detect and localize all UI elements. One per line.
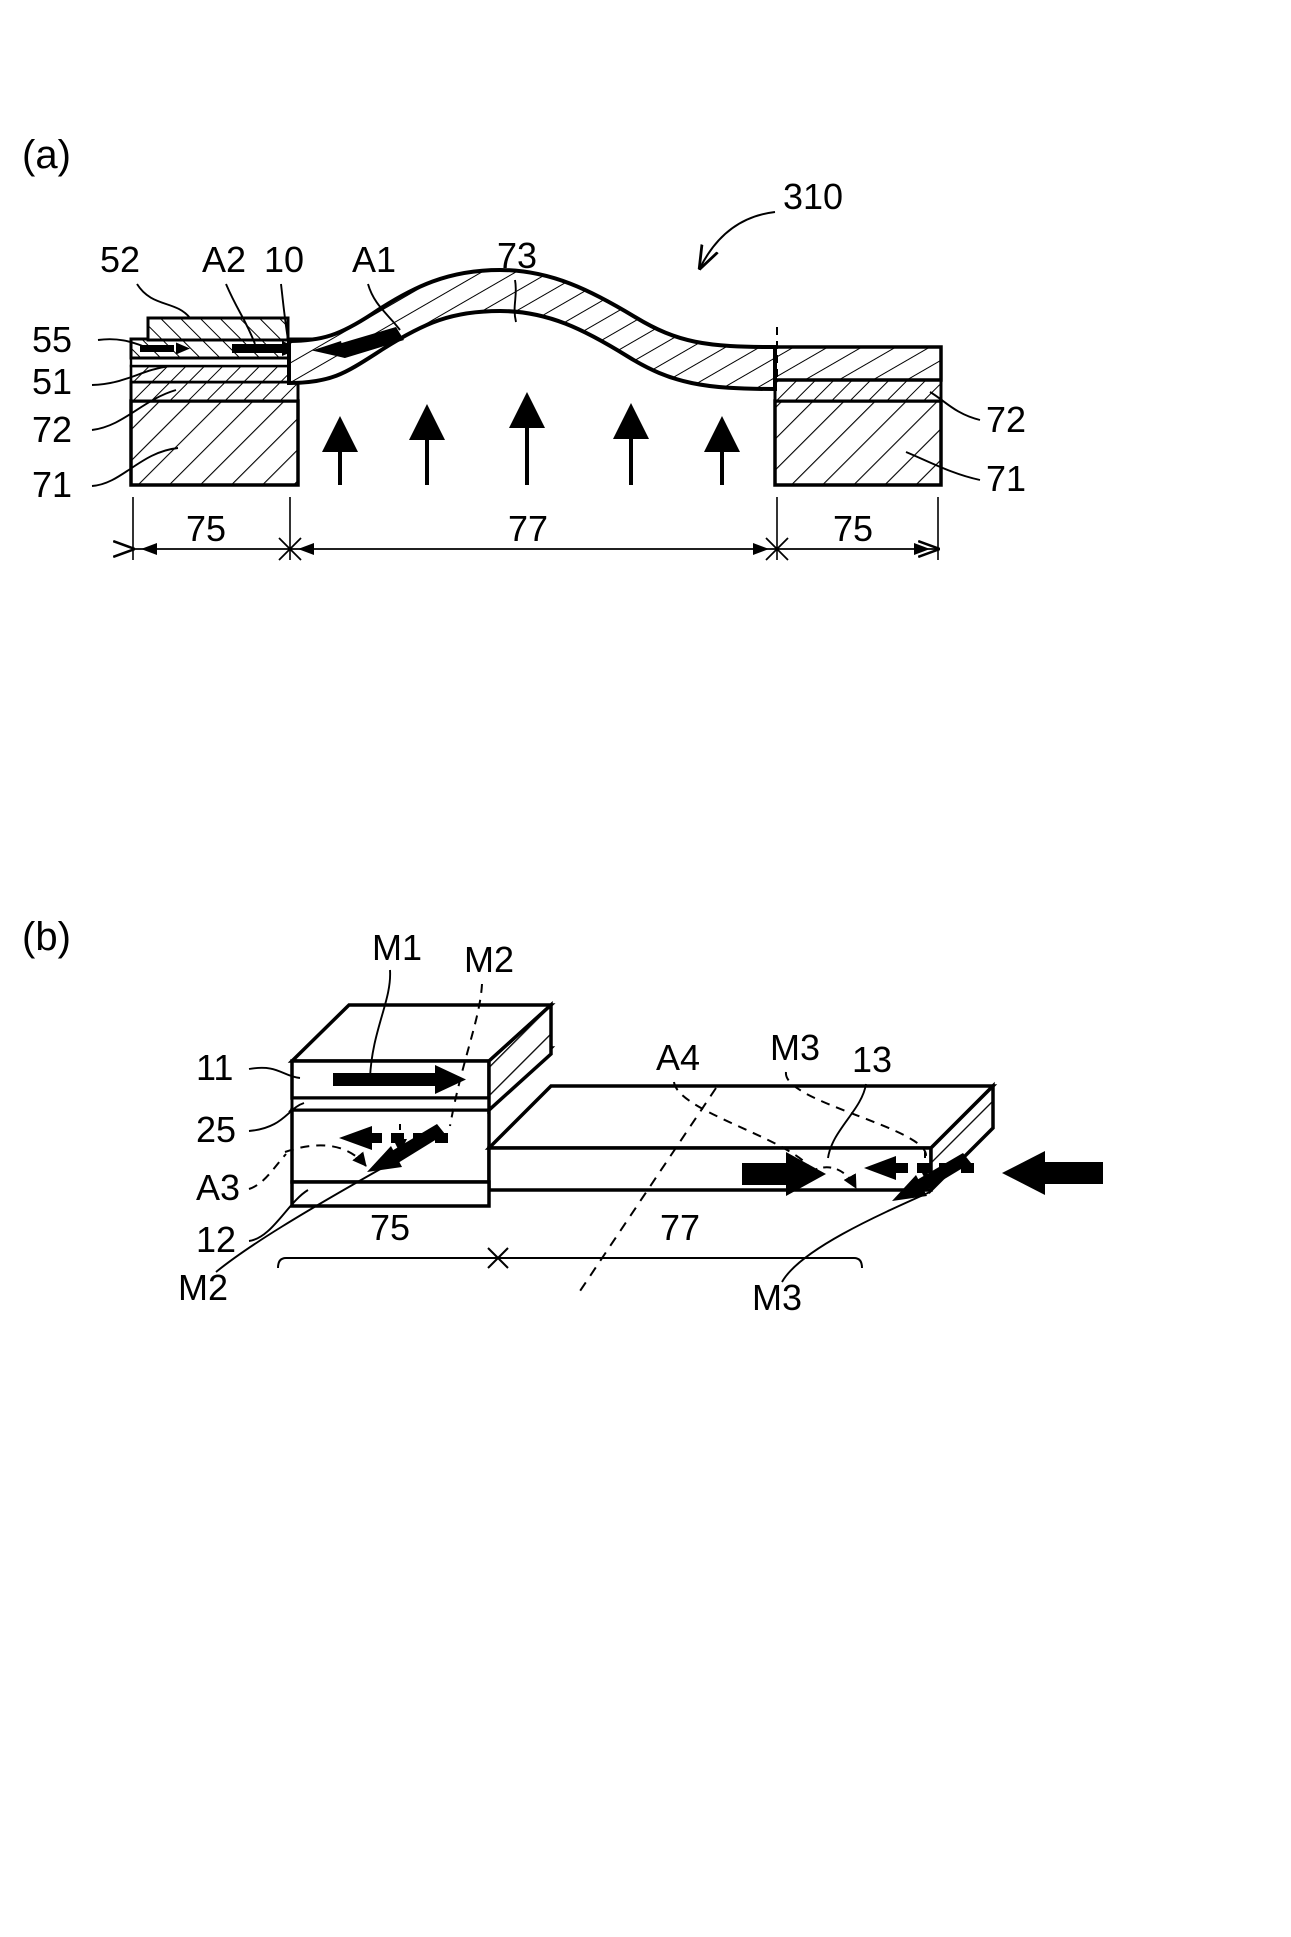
right-beam-flat xyxy=(773,345,943,382)
upward-force-arrows xyxy=(322,392,740,485)
lower-slab-right-topface xyxy=(484,1084,998,1150)
label-A2: A2 xyxy=(202,239,246,280)
label-71-right: 71 xyxy=(986,458,1026,499)
leader-A3 xyxy=(248,1153,287,1190)
label-M3-bottom: M3 xyxy=(752,1277,802,1318)
leader-M3-bottom xyxy=(781,1191,931,1283)
label-72-right: 72 xyxy=(986,399,1026,440)
leader-71-left xyxy=(91,447,179,487)
leader-A2 xyxy=(225,283,256,345)
dim-75-left: 75 xyxy=(186,508,226,549)
label-M3-top: M3 xyxy=(770,1027,820,1068)
label-M1: M1 xyxy=(372,927,422,968)
leader-10 xyxy=(280,283,290,347)
leader-12 xyxy=(248,1189,309,1242)
left-base-71 xyxy=(129,399,300,487)
label-10: 10 xyxy=(264,239,304,280)
leader-25 xyxy=(248,1102,305,1132)
dimension-brace-b: 75 77 xyxy=(277,1207,863,1269)
leader-72-right xyxy=(929,391,981,421)
arrow-M3-diagonal xyxy=(892,1153,971,1201)
label-A4: A4 xyxy=(656,1037,700,1078)
arrow-M3-right-solid xyxy=(742,1152,826,1196)
label-51: 51 xyxy=(32,361,72,402)
right-layer-72 xyxy=(773,378,943,403)
dim-77-center: 77 xyxy=(508,508,548,549)
leader-13 xyxy=(827,1083,867,1159)
leader-52 xyxy=(136,283,191,319)
flexible-beam-73 xyxy=(287,267,777,392)
label-M2-top: M2 xyxy=(464,939,514,980)
arrow-end-13 xyxy=(1002,1151,1103,1195)
leader-M2-bottom xyxy=(215,1157,401,1273)
label-25: 25 xyxy=(196,1109,236,1150)
leader-71-right xyxy=(905,451,981,481)
label-13: 13 xyxy=(852,1039,892,1080)
arrow-A1 xyxy=(312,327,404,358)
arrow-M1 xyxy=(333,1065,466,1094)
device-ref-310: 310 xyxy=(783,176,843,217)
leader-55 xyxy=(97,338,161,352)
arrow-55-indicator xyxy=(140,342,190,355)
label-A3: A3 xyxy=(196,1167,240,1208)
top-cap-52 xyxy=(146,316,290,342)
panel-a-label: (a) xyxy=(22,133,71,177)
indicator-A4-curve xyxy=(809,1166,857,1189)
dim-75-right: 75 xyxy=(833,508,873,549)
leader-A4 xyxy=(673,1081,813,1171)
top-block-25-front xyxy=(290,1096,491,1112)
dim-b-75: 75 xyxy=(370,1207,410,1248)
label-A1: A1 xyxy=(352,239,396,280)
leader-72-left xyxy=(91,389,177,431)
leader-11 xyxy=(248,1066,301,1079)
lower-slab-right-front xyxy=(487,1146,933,1192)
label-11: 11 xyxy=(196,1047,233,1088)
right-base-71 xyxy=(773,399,943,487)
label-12: 12 xyxy=(196,1219,236,1260)
label-73: 73 xyxy=(497,235,537,276)
panel-b: (b) xyxy=(22,915,1103,1318)
label-52: 52 xyxy=(100,239,140,280)
label-71-left: 71 xyxy=(32,464,72,505)
dimension-line-group-a: 75 77 75 xyxy=(133,497,938,561)
leader-M3-top xyxy=(784,1071,928,1157)
leader-M1 xyxy=(369,969,391,1079)
leader-73 xyxy=(513,279,517,323)
leader-51 xyxy=(91,365,171,386)
label-55: 55 xyxy=(32,319,72,360)
label-M2-bottom: M2 xyxy=(178,1267,228,1308)
panel-a: (a) 310 xyxy=(22,133,1026,561)
leader-310 xyxy=(700,211,776,268)
leader-A1 xyxy=(367,283,401,331)
lower-slab-base-12 xyxy=(290,1180,491,1208)
region-boundary-dashed xyxy=(577,1087,717,1295)
top-block-endface xyxy=(487,1001,553,1114)
panel-b-label: (b) xyxy=(22,915,71,959)
label-72-left: 72 xyxy=(32,409,72,450)
dim-b-77: 77 xyxy=(660,1207,700,1248)
arrow-A4-dashed-left xyxy=(864,1156,974,1180)
arrow-M2-dashed-left xyxy=(339,1126,448,1150)
